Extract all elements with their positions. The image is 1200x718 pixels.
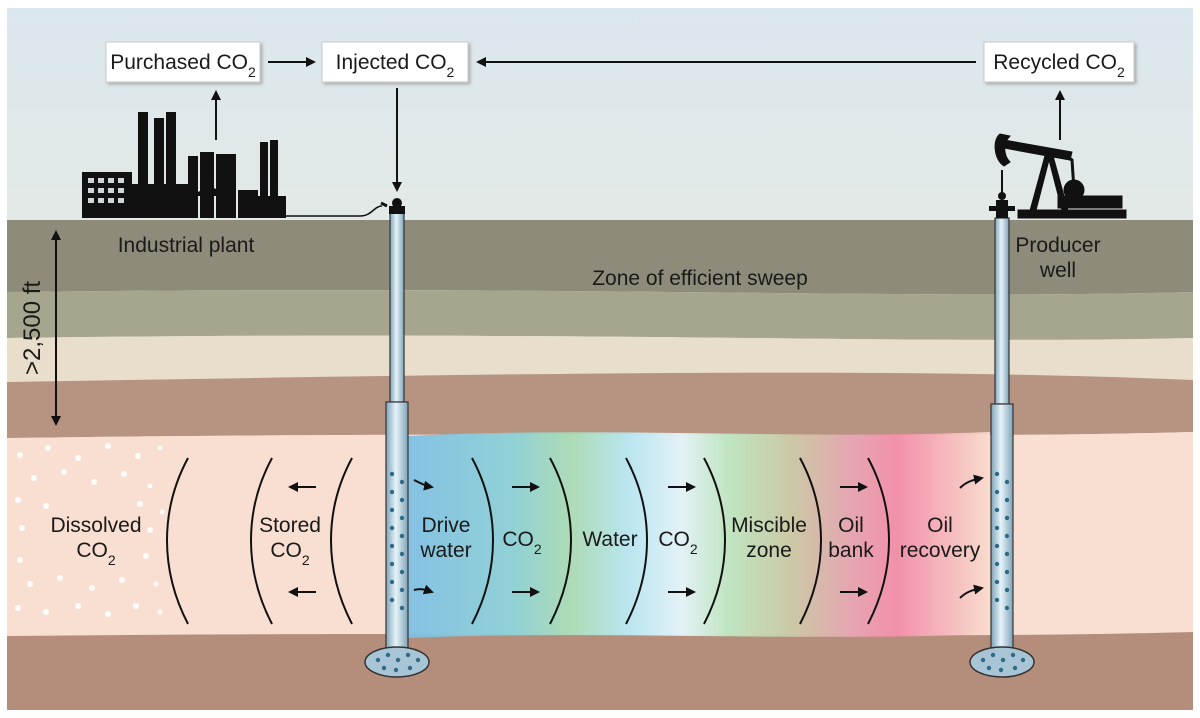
- injected-co2-box: Injected CO2: [321, 41, 469, 83]
- base-rock-layer: [7, 632, 1193, 710]
- dissolved-label-line1: Dissolved: [50, 514, 141, 537]
- producer-well-label-line1: Producer: [1015, 234, 1100, 257]
- producer-well-label-line2: well: [1039, 259, 1076, 282]
- drive-water-label-line1: Drive: [421, 514, 470, 537]
- industrial-plant-icon: [82, 112, 286, 218]
- sweep-layer: [7, 290, 1193, 340]
- depth-label: >2,500 ft: [19, 281, 46, 375]
- miscible-zone-label-line2: zone: [746, 539, 792, 562]
- producer-well: [969, 192, 1035, 678]
- water-zone-label: Water: [582, 528, 637, 551]
- co2-zone-b-label: CO2: [658, 528, 698, 557]
- zone-sweep-label: Zone of efficient sweep: [592, 267, 808, 290]
- dissolved-label-line2: CO2: [76, 539, 116, 568]
- stored-label-line2: CO2: [270, 539, 310, 568]
- purchased-co2-label: Purchased CO2: [110, 51, 256, 80]
- recycled-co2-box: Recycled CO2: [983, 41, 1135, 83]
- oil-recovery-label-line1: Oil: [927, 514, 953, 537]
- topsoil-layer: [7, 220, 1193, 295]
- pump-jack-icon: [994, 133, 1127, 219]
- injected-co2-label: Injected CO2: [336, 51, 455, 80]
- dissolved-dots: [15, 443, 165, 617]
- industrial-plant-label: Industrial plant: [118, 234, 255, 257]
- front-arcs: [166, 457, 890, 625]
- purchased-co2-box: Purchased CO2: [105, 41, 261, 83]
- reservoir-zone-labels: Dissolved CO2 Stored CO2 Drive water CO2…: [50, 514, 980, 568]
- caprock-layer: [7, 372, 1193, 438]
- flow-arrows: [288, 474, 984, 599]
- stored-label-line1: Stored: [259, 514, 321, 537]
- drive-water-label-line2: water: [419, 539, 471, 562]
- miscible-zone-label-line1: Miscible: [731, 514, 807, 537]
- co2-plume: [408, 432, 990, 638]
- recycled-co2-label: Recycled CO2: [993, 51, 1125, 80]
- co2-flow-arrows: [211, 57, 1065, 192]
- oil-bank-label-line2: bank: [828, 539, 874, 562]
- pipeline: [286, 205, 383, 217]
- oil-bank-label-line1: Oil: [838, 514, 864, 537]
- co2-zone-a-label: CO2: [502, 528, 542, 557]
- injection-well: [364, 198, 430, 678]
- oil-recovery-label-line2: recovery: [900, 539, 981, 562]
- light-rock-layer: [7, 335, 1193, 382]
